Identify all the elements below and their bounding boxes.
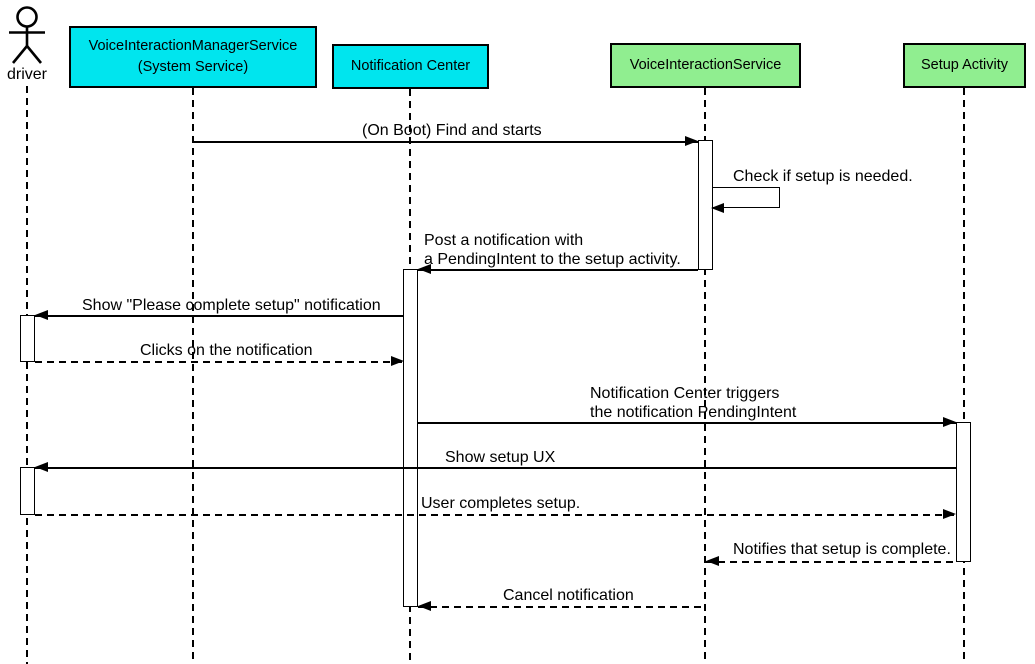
message-label-post-notification: Post a notification with a PendingIntent… bbox=[424, 232, 681, 268]
arrowhead-right-icon bbox=[943, 417, 956, 427]
lifeline-voiceinteractionmanagerservice bbox=[192, 88, 194, 664]
activation-setup-activity bbox=[956, 422, 971, 562]
message-show-setup-notification bbox=[35, 310, 404, 320]
message-user-completes-setup bbox=[35, 509, 956, 519]
participant-notification-center: Notification Center bbox=[332, 44, 489, 89]
arrowhead-left-icon bbox=[711, 203, 724, 213]
message-label-notifies-setup-complete: Notifies that setup is complete. bbox=[733, 541, 951, 558]
message-label-on-boot: (On Boot) Find and starts bbox=[362, 122, 542, 139]
message-on-boot-find-and-starts bbox=[193, 136, 698, 146]
message-notifies-setup-complete bbox=[706, 556, 956, 566]
lifeline-setup-activity bbox=[963, 88, 965, 664]
participant-voiceinteractionmanagerservice: VoiceInteractionManagerService (System S… bbox=[69, 26, 317, 88]
message-label-clicks-notification: Clicks on the notification bbox=[140, 342, 313, 359]
participant-label: Setup Activity bbox=[920, 57, 1009, 73]
message-label-triggers-pendingintent: Notification Center triggers the notific… bbox=[590, 385, 797, 421]
participant-sublabel: (System Service) bbox=[137, 59, 249, 75]
activation-notification-center bbox=[403, 269, 418, 607]
arrowhead-left-icon bbox=[35, 310, 48, 320]
arrowhead-left-icon bbox=[706, 556, 719, 566]
participant-label: VoiceInteractionManagerService bbox=[88, 38, 298, 54]
participant-label: VoiceInteractionService bbox=[629, 57, 782, 73]
message-show-setup-ux bbox=[35, 462, 956, 472]
message-clicks-notification bbox=[35, 356, 404, 366]
arrowhead-right-icon bbox=[391, 356, 404, 366]
message-cancel-notification bbox=[418, 601, 705, 611]
activation-driver-1 bbox=[20, 315, 35, 362]
arrowhead-left-icon bbox=[418, 264, 431, 274]
message-label-cancel-notification: Cancel notification bbox=[503, 587, 634, 604]
arrowhead-left-icon bbox=[35, 462, 48, 472]
participant-label: Notification Center bbox=[350, 58, 471, 74]
lifeline-driver bbox=[26, 86, 28, 664]
message-triggers-pendingintent bbox=[418, 417, 956, 427]
arrowhead-left-icon bbox=[418, 601, 431, 611]
arrowhead-right-icon bbox=[685, 136, 698, 146]
actor-icon bbox=[9, 6, 45, 64]
message-label-show-setup-notification: Show "Please complete setup" notificatio… bbox=[82, 297, 381, 314]
lifeline-voiceinteractionservice bbox=[704, 88, 706, 664]
message-label-check-setup: Check if setup is needed. bbox=[733, 168, 913, 185]
actor-label: driver bbox=[6, 66, 47, 83]
activation-driver-2 bbox=[20, 467, 35, 515]
message-label-user-completes-setup: User completes setup. bbox=[421, 495, 581, 512]
arrowhead-right-icon bbox=[943, 509, 956, 519]
participant-setup-activity: Setup Activity bbox=[903, 43, 1026, 88]
participant-voiceinteractionservice: VoiceInteractionService bbox=[610, 43, 801, 88]
message-post-notification bbox=[418, 264, 698, 274]
message-label-show-setup-ux: Show setup UX bbox=[445, 449, 556, 466]
message-check-if-setup-needed bbox=[711, 187, 780, 213]
